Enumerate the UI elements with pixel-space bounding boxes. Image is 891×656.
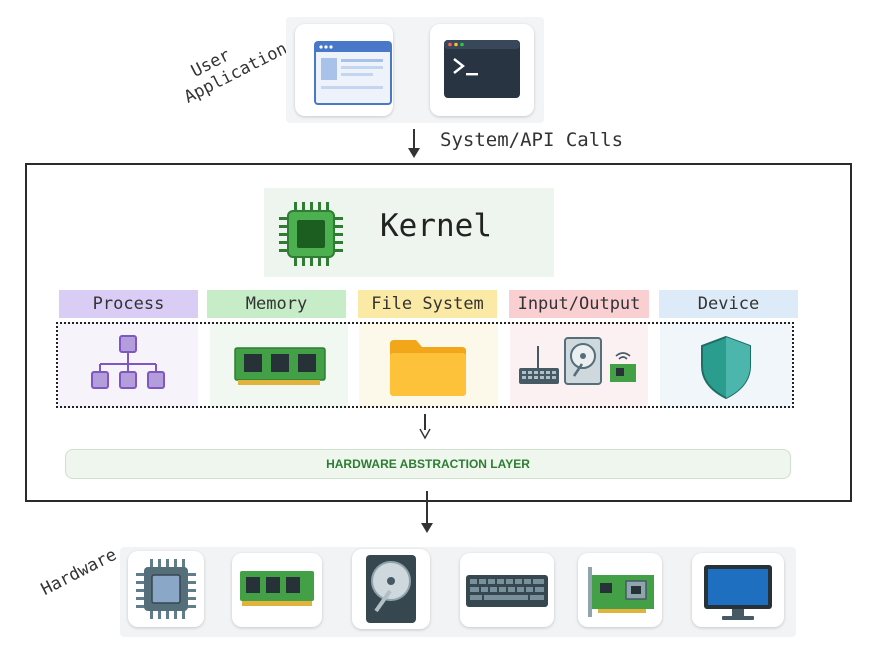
hardware-network-card-tile — [578, 553, 662, 627]
category-file-system: File System — [358, 290, 497, 318]
api-call-arrow-head — [408, 148, 420, 158]
hardware-cpu-tile — [128, 551, 204, 627]
io-devices-icon — [519, 337, 636, 385]
hardware-label: Hardware — [38, 544, 121, 600]
hardware-abstraction-layer: HARDWARE ABSTRACTION LAYER — [65, 449, 791, 479]
user-application-strip — [286, 17, 544, 123]
kernel-to-hardware-arrow-head — [421, 523, 433, 533]
process-tree-icon — [91, 335, 165, 389]
hardware-strip — [120, 547, 796, 637]
category-input-output: Input/Output — [509, 290, 649, 318]
hard-drive-icon — [366, 555, 416, 623]
monitor-icon — [704, 565, 772, 620]
browser-window-icon — [314, 41, 392, 105]
network-card-icon — [588, 567, 654, 617]
hardware-monitor-tile — [692, 553, 784, 627]
kernel-to-hal-arrow-head — [419, 428, 431, 440]
kernel-container — [25, 163, 852, 502]
category-device-drivers: Device Drivers — [659, 290, 798, 342]
ram-icon — [240, 571, 314, 606]
kernel-subsystems-group — [56, 322, 794, 408]
hardware-hard-drive-tile — [352, 549, 430, 629]
shield-icon — [701, 335, 751, 400]
system-api-calls-label: System/API Calls — [440, 129, 624, 151]
hardware-keyboard-tile — [460, 553, 554, 627]
hardware-ram-tile — [232, 553, 322, 627]
user-application-label: User Application — [181, 38, 291, 108]
kernel-header — [264, 188, 554, 277]
category-process: Process — [59, 290, 198, 318]
terminal-icon — [444, 40, 520, 98]
kernel-to-hardware-arrow-line — [426, 491, 428, 523]
terminal-window-tile[interactable] — [430, 24, 534, 116]
kernel-to-hal-arrow-line — [424, 414, 426, 430]
cpu-icon — [136, 559, 196, 619]
kernel-chip-icon — [279, 202, 343, 266]
category-memory: Memory — [207, 290, 346, 318]
kernel-title: Kernel — [380, 208, 492, 244]
ram-icon — [234, 347, 326, 385]
folder-icon — [390, 340, 466, 396]
api-call-arrow-line — [413, 129, 415, 149]
keyboard-icon — [466, 575, 548, 607]
browser-window-tile[interactable] — [295, 24, 393, 116]
